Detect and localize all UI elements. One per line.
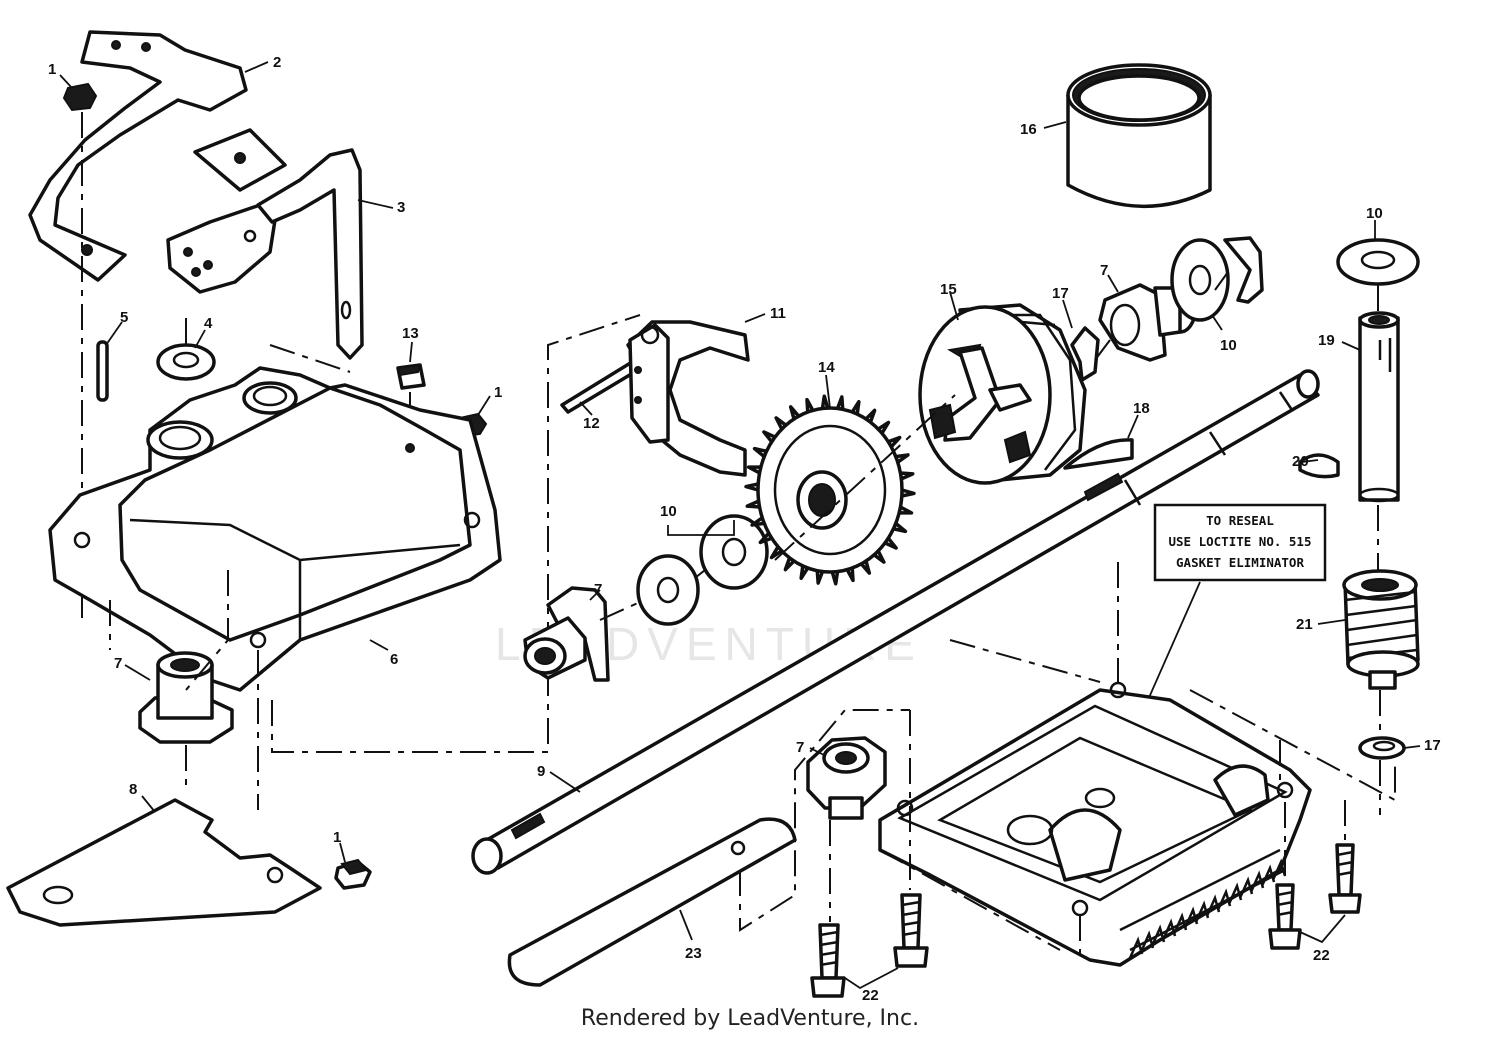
housing-fin: [1150, 924, 1166, 947]
part-lower-housing: [878, 681, 1312, 967]
callout-12: 12: [583, 415, 600, 432]
part-ring-retainer: [1223, 236, 1264, 304]
part-6-housing-cover: [48, 366, 502, 692]
callout-22a: 22: [862, 987, 879, 1004]
callout-7d: 7: [796, 739, 804, 756]
svg-text:TO RESEAL: TO RESEAL: [1206, 513, 1274, 528]
callout-4: 4: [204, 315, 213, 332]
part-7-bushing-lower: [806, 736, 887, 820]
part-1-nut-bottom: [334, 858, 372, 890]
callout-14: 14: [818, 359, 835, 376]
part-15-clutch-pulley: [918, 303, 1087, 485]
part-4-washer: [156, 343, 216, 381]
part-14-gear: [744, 394, 916, 586]
callout-17a: 17: [1052, 285, 1069, 302]
part-18-key: [1063, 438, 1134, 470]
housing-fin: [1227, 882, 1243, 905]
housing-fin: [1161, 918, 1177, 941]
part-22-screw-c: [1268, 883, 1302, 950]
callout-10b: 10: [1220, 337, 1237, 354]
part-1-nut-top: [62, 82, 98, 112]
part-17-snap-ring-top: [1070, 326, 1100, 382]
reseal-note: TO RESEAL USE LOCTITE NO. 515 GASKET ELI…: [1153, 503, 1327, 582]
svg-text:USE LOCTITE NO. 515: USE LOCTITE NO. 515: [1169, 534, 1312, 549]
callout-10a: 10: [660, 503, 677, 520]
part-3-shift-arm: [166, 148, 364, 360]
housing-fin: [1216, 888, 1232, 911]
part-13-plug: [396, 363, 426, 390]
callout-18: 18: [1133, 400, 1150, 417]
callout-6: 6: [390, 651, 398, 668]
callout-7c: 7: [1100, 262, 1108, 279]
callout-21: 21: [1296, 616, 1313, 633]
housing-fin: [1183, 906, 1199, 929]
callout-22b: 22: [1313, 947, 1330, 964]
housing-fin: [1249, 870, 1265, 893]
part-5-pin: [96, 340, 109, 402]
callout-10c: 10: [1366, 205, 1383, 222]
callout-1c: 1: [333, 829, 341, 846]
callout-19: 19: [1318, 332, 1335, 349]
callout-1a: 1: [48, 61, 56, 78]
part-19-worm-shaft: [1358, 311, 1400, 503]
housing-fin: [1205, 894, 1221, 917]
callout-1b: 1: [494, 384, 502, 401]
housing-fin: [1139, 930, 1155, 953]
callout-13: 13: [402, 325, 419, 342]
callout-23: 23: [685, 945, 702, 962]
callout-9: 9: [537, 763, 545, 780]
callout-7a: 7: [114, 655, 122, 672]
housing-fin: [1128, 936, 1144, 959]
callout-17b: 17: [1424, 737, 1441, 754]
part-16-cylinder: [1066, 63, 1212, 209]
part-10-washer-b: [699, 514, 769, 590]
part-7-bushing-center: [523, 586, 610, 682]
callout-11: 11: [770, 305, 786, 322]
callout-16: 16: [1020, 121, 1037, 138]
callout-3: 3: [397, 199, 405, 216]
callout-20: 20: [1292, 453, 1309, 470]
part-8-plate: [6, 798, 322, 927]
part-22-screw-b: [893, 893, 929, 968]
part-23-link-bar: [507, 817, 797, 987]
part-9-shaft: [471, 369, 1320, 875]
callout-7b: 7: [594, 581, 602, 598]
callout-15: 15: [940, 281, 957, 298]
part-10-washer-right: [1170, 238, 1230, 322]
housing-fin: [1260, 864, 1276, 887]
part-22-screw-d: [1328, 843, 1362, 914]
footer-credit: Rendered by LeadVenture, Inc.: [580, 1006, 920, 1031]
part-10-washer-a: [636, 554, 700, 626]
housing-fin: [1172, 912, 1188, 935]
housing-fin: [1271, 858, 1287, 881]
part-10-washer-top-right: [1336, 238, 1420, 286]
part-21-worm-gear: [1342, 569, 1420, 690]
callout-5: 5: [120, 309, 128, 326]
callout-2: 2: [273, 54, 281, 71]
part-7-bushing-left: [138, 651, 234, 744]
part-12-pin: [560, 360, 640, 414]
part-17-snap-ring-bottom: [1358, 736, 1406, 760]
part-2-bracket: [28, 30, 287, 282]
svg-text:GASKET ELIMINATOR: GASKET ELIMINATOR: [1176, 555, 1304, 570]
part-11-shift-fork: [626, 320, 750, 477]
callout-8: 8: [129, 781, 137, 798]
part-22-screw-a: [810, 923, 846, 998]
housing-fin: [1238, 876, 1254, 899]
housing-fin: [1194, 900, 1210, 923]
